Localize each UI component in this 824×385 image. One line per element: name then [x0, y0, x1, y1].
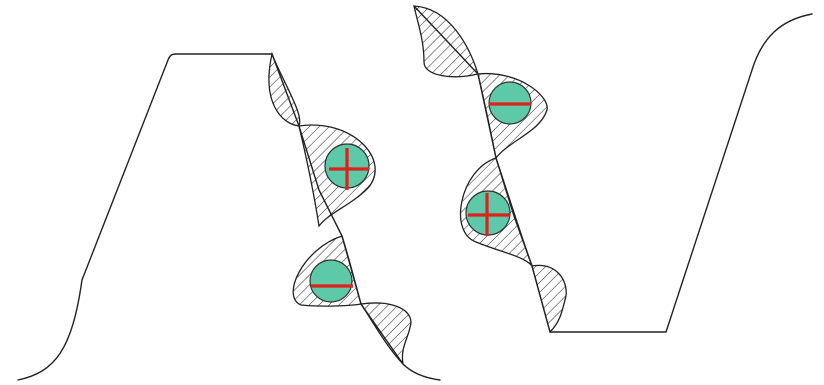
right-tooth: [414, 6, 812, 332]
right-ball-1: [489, 82, 531, 124]
right-tooth-outline: [414, 6, 812, 332]
left-tooth: [18, 54, 440, 380]
right-ball-2: [466, 191, 510, 236]
left-ball-2: [310, 260, 353, 302]
right-lobe-4: [532, 265, 566, 332]
left-tooth-flank: [272, 54, 440, 380]
left-lobe-4: [361, 303, 411, 364]
left-ball-2-circle: [310, 260, 352, 302]
left-tooth-outline: [18, 54, 272, 380]
